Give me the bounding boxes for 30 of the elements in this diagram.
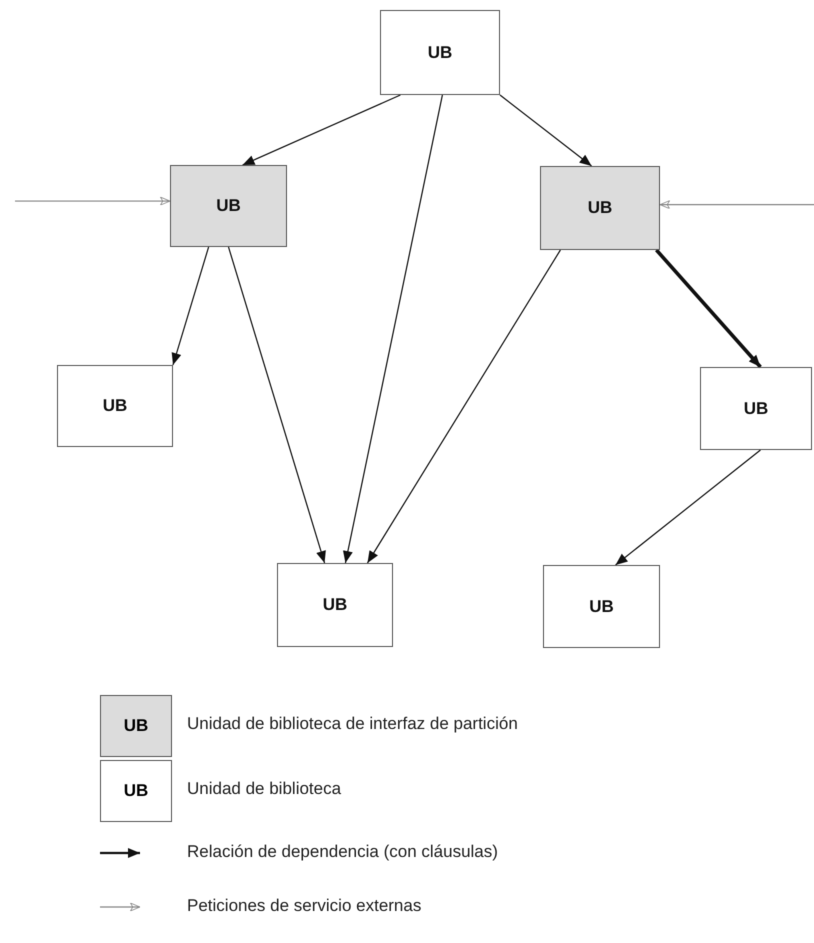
unit-label: UB	[322, 595, 348, 615]
dependency-arrow	[615, 450, 761, 566]
unit-label: UB	[428, 42, 452, 62]
dependency-arrow	[172, 246, 210, 366]
unit-label: UB	[589, 596, 614, 616]
unit-label: UB	[216, 196, 241, 216]
legend-text: Relación de dependencia (con cláusulas)	[187, 842, 498, 862]
legend-text: Unidad de biblioteca	[187, 779, 342, 799]
service-request-arrow	[15, 196, 170, 206]
legend-text: Unidad de biblioteca de interfaz de partición	[187, 714, 518, 734]
legend-text: Peticiones de servicio externas	[187, 896, 422, 916]
dependency-arrow	[228, 246, 326, 564]
library-unit-box	[380, 10, 500, 95]
unit-label: UB	[124, 781, 148, 801]
dependency-arrow	[655, 248, 762, 368]
interface-unit-box	[540, 166, 660, 250]
unit-label: UB	[744, 398, 768, 418]
dependency-arrow	[366, 250, 561, 564]
library-unit-box	[277, 563, 393, 647]
library-unit-box	[700, 367, 812, 450]
dependency-arrow	[500, 94, 592, 166]
interface-unit-box	[170, 165, 287, 247]
library-unit-box	[543, 565, 660, 648]
service-request-arrow	[660, 200, 814, 210]
unit-label: UB	[124, 716, 148, 736]
unit-label: UB	[102, 396, 128, 416]
library-unit-box	[57, 365, 173, 447]
unit-label: UB	[588, 198, 612, 218]
dependency-arrow	[242, 94, 401, 166]
dependency-arrow	[342, 94, 443, 564]
